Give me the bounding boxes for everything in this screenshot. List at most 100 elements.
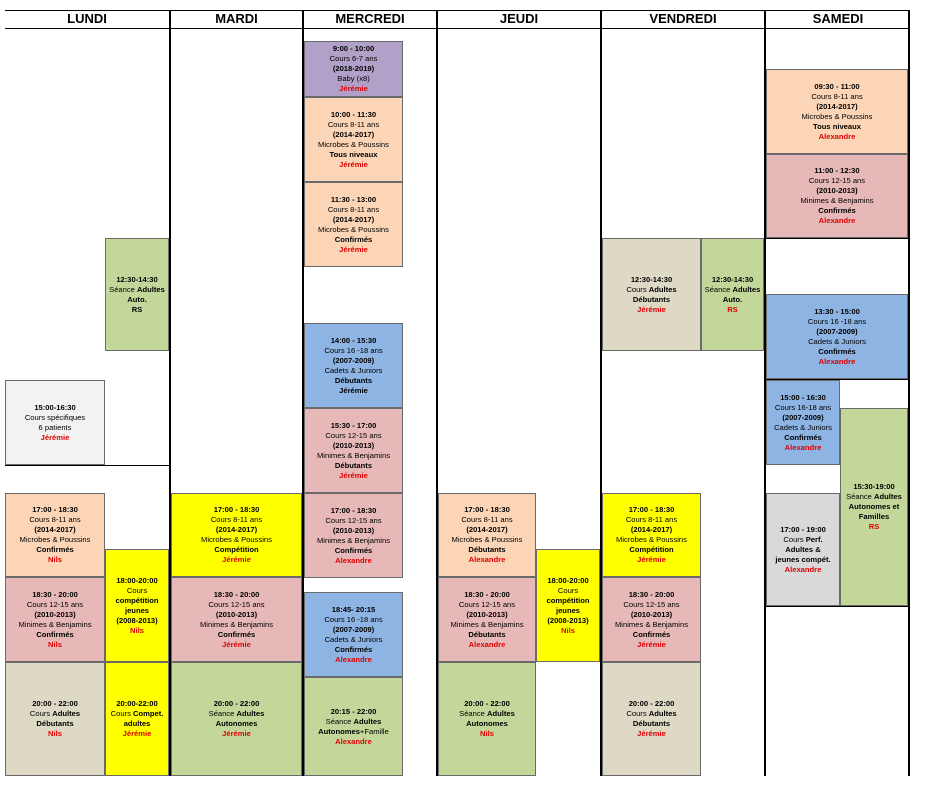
- course-text: 18:30 - 20:00: [628, 589, 675, 599]
- course-text: Minimes & Benjamins: [199, 619, 273, 629]
- course-line: (2018-2019): [333, 64, 374, 74]
- coach-name: Jérémie: [222, 729, 251, 738]
- course-line: Compétition: [629, 545, 673, 555]
- course-line: jeunes: [125, 606, 149, 616]
- course-text: Cours: [29, 709, 53, 718]
- course-line: Nils: [48, 555, 62, 565]
- course-text: Tous niveaux: [329, 149, 378, 159]
- course-text: Cours 8-11 ans: [461, 515, 513, 524]
- course-line: RS: [727, 305, 738, 315]
- course-text: 18:30 - 20:00: [464, 589, 510, 599]
- course-text: Cours 12-15 ans: [208, 599, 265, 609]
- coach-name: Alexandre: [784, 442, 822, 452]
- course-text: Cours: [626, 284, 649, 294]
- coach-name: Alexandre: [784, 564, 822, 574]
- course-line: Jérémie: [339, 245, 368, 255]
- day-header-samedi: SAMEDI: [812, 11, 864, 26]
- course-text: 17:00 - 18:30: [464, 505, 510, 514]
- course-text: Adultes: [52, 709, 81, 718]
- course-text: jeunes: [124, 605, 150, 615]
- coach-name: Alexandre: [818, 356, 856, 366]
- course-line: 17:00 - 19:00: [780, 525, 826, 535]
- course-line: 13:30 - 15:00: [814, 307, 860, 317]
- course-line: Confirmés: [784, 433, 822, 443]
- course-text: Cours 16 -18 ans: [324, 614, 383, 624]
- course-text: (2014-2017): [466, 525, 508, 534]
- course-line: Débutants: [633, 295, 670, 305]
- coach-name: Alexandre: [818, 131, 856, 141]
- course-text: Cours 8-11 ans: [327, 119, 380, 129]
- course-text: Minimes & Benjamins: [450, 619, 524, 629]
- course-text: Cours 16 -18 ans: [807, 316, 867, 326]
- course-line: 18:30 - 20:00: [214, 590, 260, 600]
- coach-name: Jérémie: [222, 555, 251, 564]
- course-text: RS: [131, 304, 143, 314]
- coach-name: Nils: [48, 639, 62, 649]
- course-text: 17:00 - 18:30: [628, 505, 675, 514]
- course-line: Jérémie: [123, 729, 152, 739]
- course-text: Cours 12-15 ans: [623, 599, 680, 609]
- course-text: Cours spécifiques: [24, 412, 86, 422]
- course-line: Cours 16 -18 ans: [808, 317, 866, 327]
- course-line: (2010-2013): [466, 610, 507, 620]
- course-text: Confirmés: [334, 545, 373, 555]
- course-line: Minimes & Benjamins: [18, 620, 91, 630]
- course-line: Autonomes: [216, 719, 258, 729]
- course-text: Compétition: [214, 545, 259, 554]
- course-line: RS: [132, 305, 143, 315]
- course-line: 9:00 - 10:00: [333, 44, 374, 54]
- course-text: Séance: [704, 284, 733, 294]
- course-line: Alexandre: [819, 357, 856, 367]
- course-line: Baby (x8): [337, 74, 370, 84]
- course-line: 10:00 - 11:30: [331, 110, 376, 120]
- course-line: (2007-2009): [816, 327, 857, 337]
- course-line: Compétition: [214, 545, 258, 555]
- course-text: Débutants: [334, 460, 373, 470]
- course-line: Auto.: [723, 295, 742, 305]
- course-text: 20:00 - 22:00: [628, 699, 675, 708]
- course-line: Microbes & Poussins: [318, 140, 389, 150]
- course-text: (2008-2013): [547, 615, 589, 625]
- course-text: compétition: [546, 595, 590, 605]
- course-line: Autonomes et: [849, 502, 900, 512]
- course-text: Jérémie: [339, 385, 368, 395]
- course-text: Séance: [208, 709, 237, 718]
- course-line: Alexandre: [335, 737, 372, 747]
- course-text: 9:00 - 10:00: [332, 44, 375, 53]
- course-line: Minimes & Benjamins: [317, 536, 390, 546]
- course-line: Confirmés: [335, 235, 373, 245]
- coach-name: Nils: [48, 555, 62, 564]
- course-text: (2010-2013): [332, 440, 375, 450]
- course-line: adultes: [124, 719, 151, 729]
- course-line: Confirmés: [36, 545, 74, 555]
- course-line: Microbes & Poussins: [20, 535, 91, 545]
- course-text: Séance: [846, 492, 874, 501]
- course-line: Jérémie: [222, 729, 251, 739]
- course-line: 12:30-14:30: [631, 275, 672, 285]
- course-line: 20:00 - 22:00: [214, 699, 260, 709]
- course-line: Cours 12-15 ans: [325, 431, 381, 441]
- course-text: 18:45- 20:15: [331, 604, 376, 614]
- course-line: Confirmés: [818, 206, 856, 216]
- course-line: Confirmés: [335, 645, 373, 655]
- course-text: (2010-2013): [466, 609, 508, 619]
- course-text: (2007-2009): [332, 624, 375, 634]
- course-line: Cours 8-11 ans: [328, 205, 379, 215]
- course-text: (2010-2013): [630, 609, 673, 619]
- course-line: Cours Compet.: [111, 709, 164, 719]
- coach-name: Alexandre: [335, 555, 372, 565]
- course-text: Cours 8-11 ans: [327, 204, 380, 214]
- course-text: Minimes & Benjamins: [18, 619, 92, 629]
- course-line: 14:00 - 15:30: [331, 336, 377, 346]
- course-line: (2014-2017): [34, 525, 75, 535]
- course-line: Cours 16 -18 ans: [324, 615, 382, 625]
- course-text: Cours 6-7 ans: [329, 54, 378, 63]
